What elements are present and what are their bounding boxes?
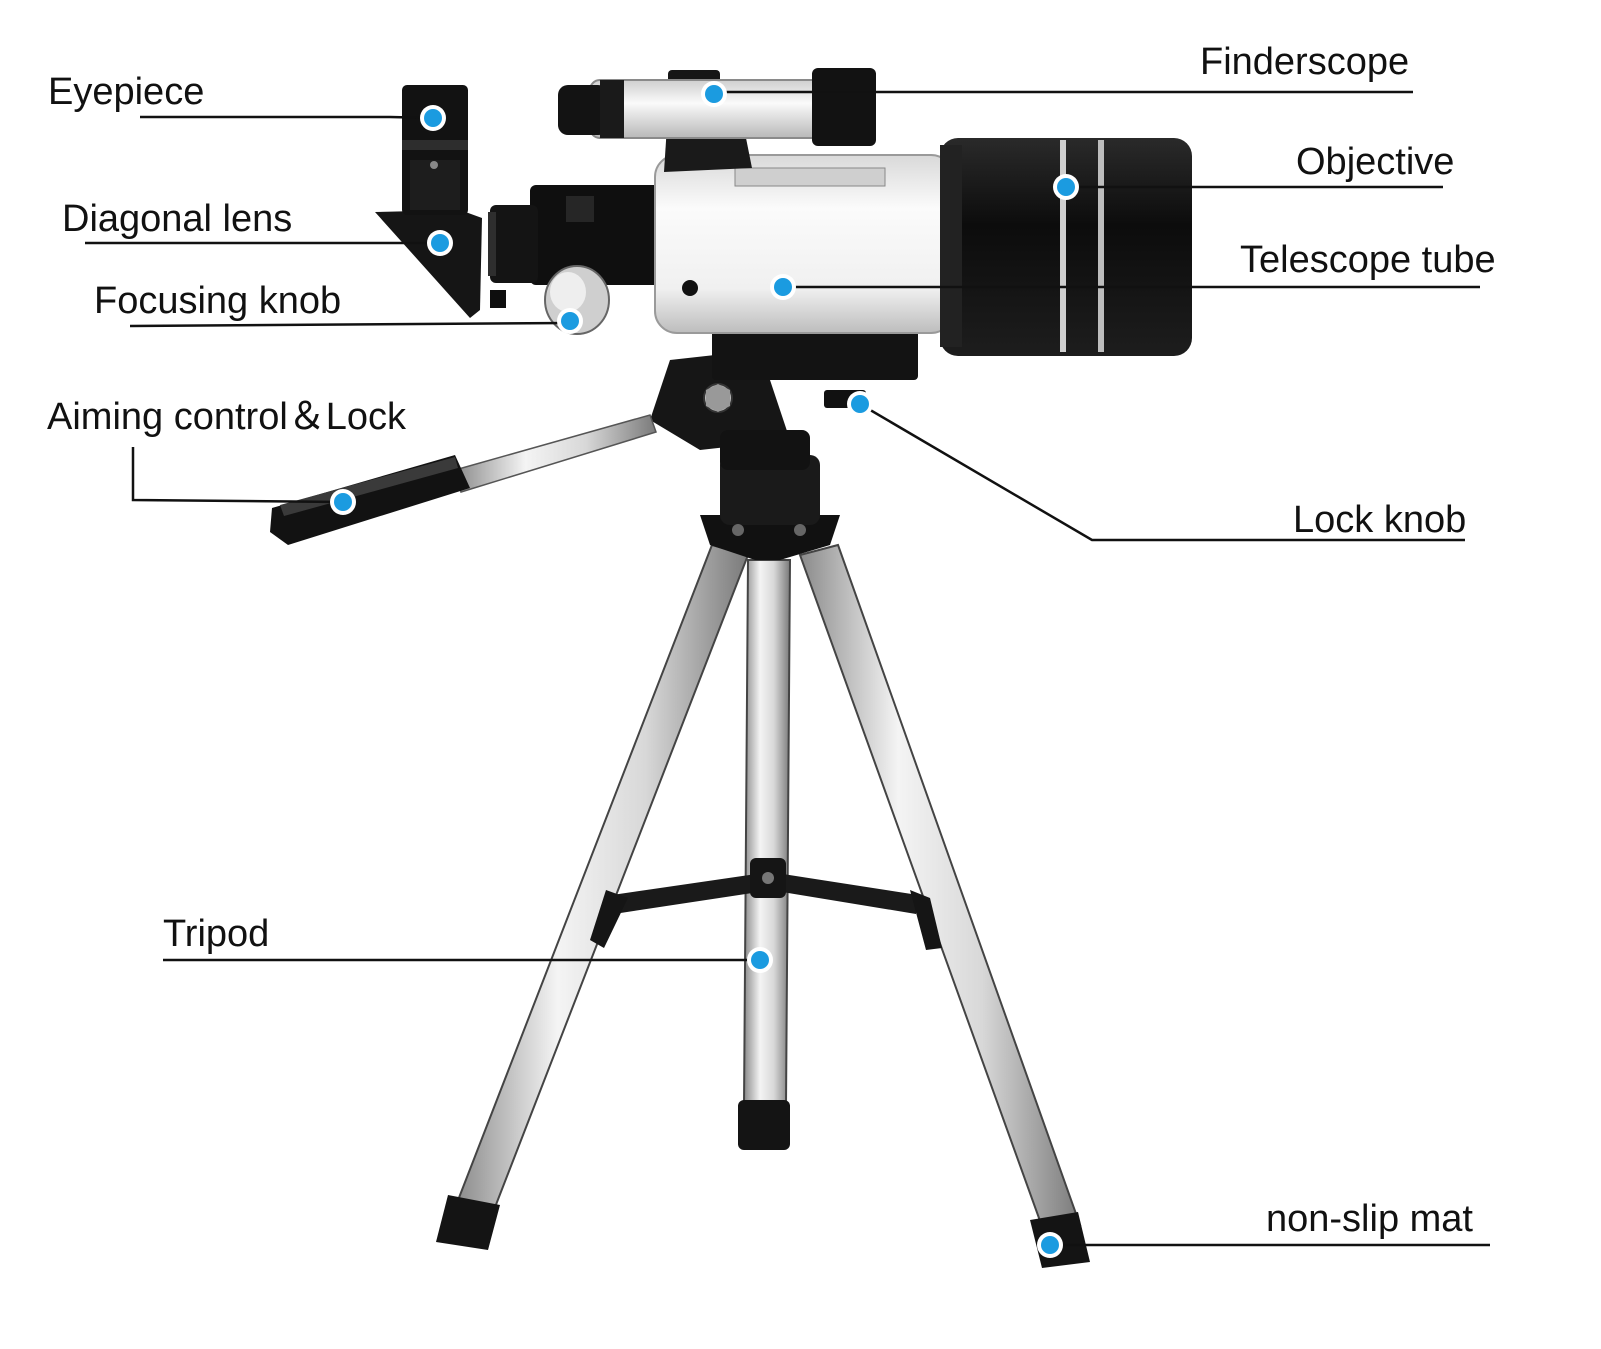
diagonal-lens-body xyxy=(375,210,482,318)
blue-dot-icon xyxy=(847,391,873,417)
blue-dot-icon xyxy=(557,308,583,334)
blue-dot-icon xyxy=(770,274,796,300)
blue-dot-icon xyxy=(427,230,453,256)
label-focusing-knob: Focusing knob xyxy=(94,280,342,322)
label-objective: Objective xyxy=(1296,141,1455,183)
mount xyxy=(650,322,918,470)
foot-center xyxy=(738,1100,790,1150)
blue-dot-icon xyxy=(330,489,356,515)
blue-dot-icon xyxy=(747,947,773,973)
label-aiming-control-lock: Aiming control＆Lock xyxy=(47,396,407,438)
leader-focusing xyxy=(129,321,569,328)
telescope-main-tube xyxy=(654,138,1192,356)
leader-aiming xyxy=(131,447,344,504)
label-diagonal-lens: Diagonal lens xyxy=(62,198,293,240)
leader-lock-knob xyxy=(859,402,1465,542)
tripod-spreader xyxy=(590,858,942,950)
label-finderscope: Finderscope xyxy=(1200,41,1410,83)
tripod-leg-center xyxy=(742,559,792,1106)
foot-left xyxy=(436,1195,500,1250)
leader-eyepiece xyxy=(140,115,434,120)
blue-dot-icon xyxy=(1053,174,1079,200)
blue-dot-icon xyxy=(701,81,727,107)
leader-lines xyxy=(85,90,1490,1247)
tripod-legs xyxy=(436,455,1090,1268)
blue-dot-icon xyxy=(1037,1232,1063,1258)
marker-dots xyxy=(330,81,1079,1258)
label-eyepiece: Eyepiece xyxy=(48,71,205,113)
tripod-leg-left xyxy=(453,543,750,1217)
blue-dot-icon xyxy=(420,105,446,131)
label-tripod: Tripod xyxy=(163,913,270,955)
label-telescope-tube: Telescope tube xyxy=(1240,239,1496,281)
label-non-slip-mat: non-slip mat xyxy=(1266,1198,1473,1240)
label-lock-knob: Lock knob xyxy=(1293,499,1467,541)
